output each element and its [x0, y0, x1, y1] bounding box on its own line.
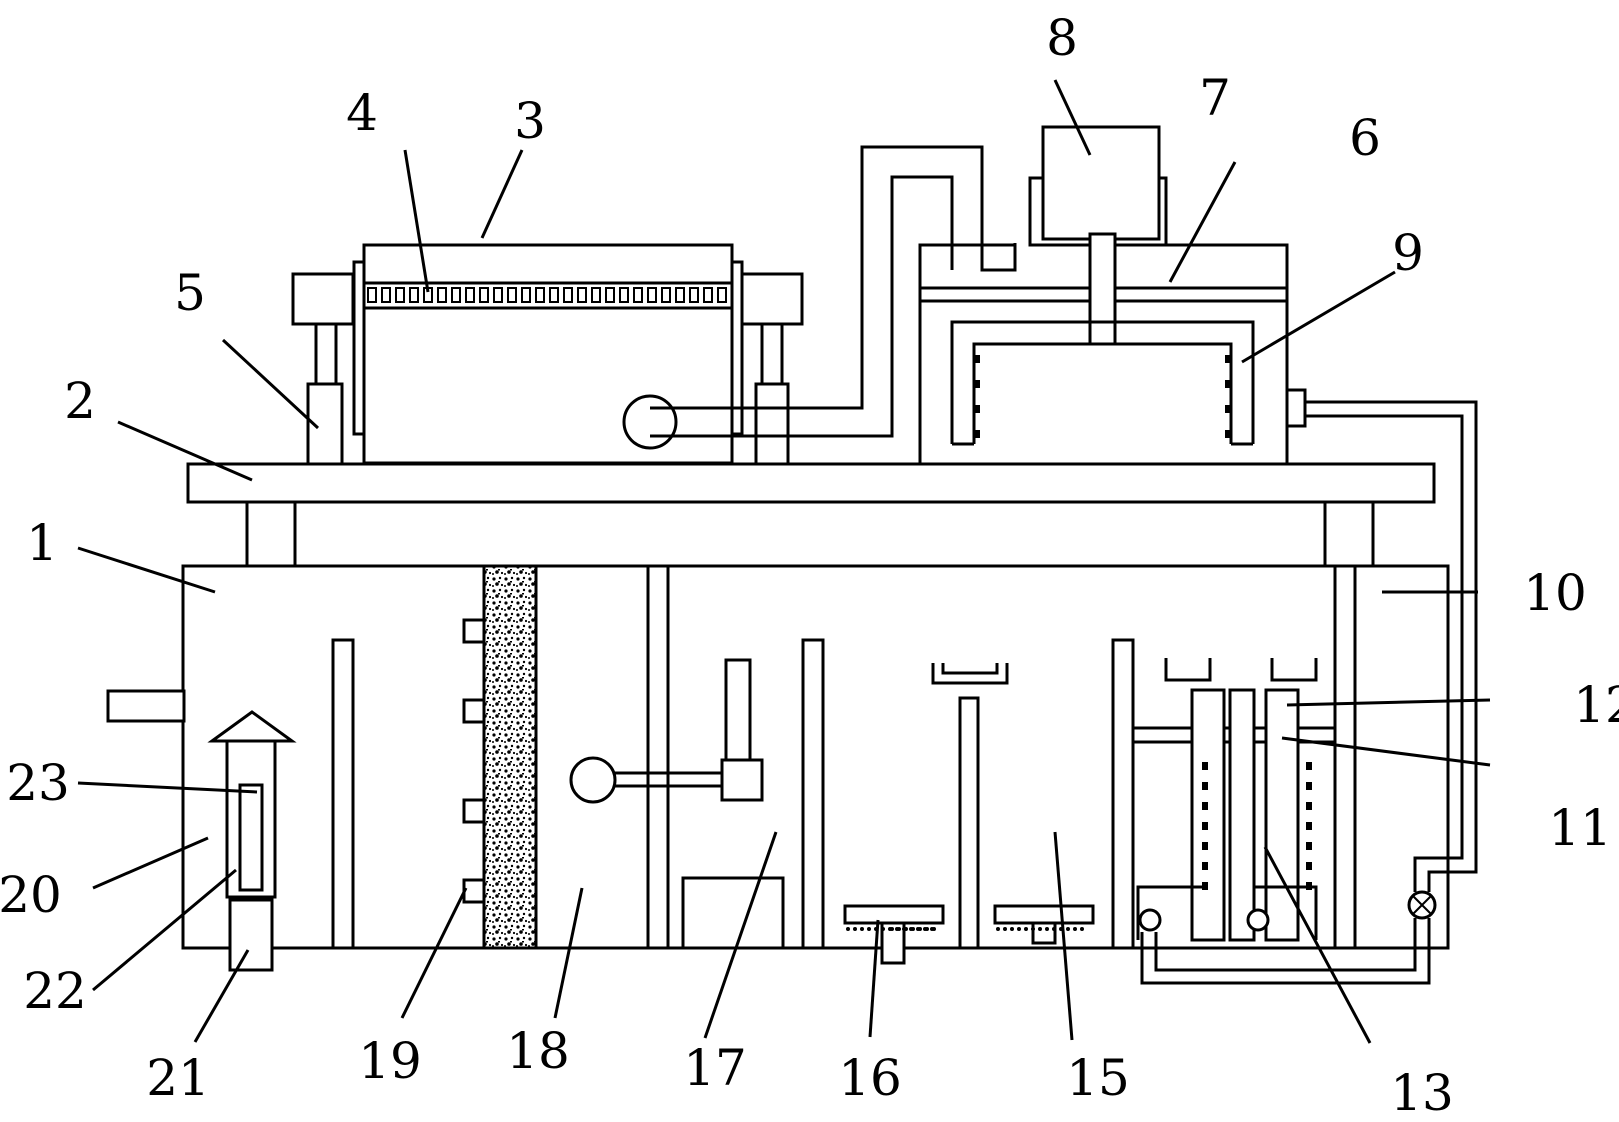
return-pipe — [1140, 388, 1478, 985]
part-label-10: 10 — [1523, 564, 1587, 622]
sedimentation-teeth — [1202, 762, 1312, 890]
vibration-side-plates — [352, 260, 744, 436]
level-gauge — [207, 710, 297, 972]
part-label-22: 22 — [23, 962, 87, 1020]
part-label-5: 5 — [174, 264, 206, 322]
part-labels: 12345678910111213151617181920212223 — [0, 9, 1619, 1122]
float-assembly — [569, 658, 785, 950]
pump-and-pipe — [622, 145, 1017, 450]
part-label-16: 16 — [838, 1049, 902, 1107]
part-label-21: 21 — [146, 1049, 210, 1107]
stirrer-teeth — [974, 355, 1231, 438]
leader-line — [193, 949, 250, 1043]
partitions — [331, 564, 1357, 950]
part-label-11: 11 — [1548, 799, 1612, 857]
t-bracket — [931, 663, 1009, 950]
motor — [1028, 125, 1168, 247]
leader-line — [77, 546, 216, 594]
part-label-9: 9 — [1392, 224, 1424, 282]
support-plate — [186, 462, 1436, 504]
part-label-3: 3 — [514, 92, 546, 150]
sedimentation-unit — [1133, 658, 1335, 942]
part-label-1: 1 — [26, 514, 58, 572]
leader-line — [117, 420, 253, 482]
part-label-8: 8 — [1046, 9, 1078, 67]
part-label-4: 4 — [346, 84, 378, 142]
leader-line — [1241, 270, 1396, 364]
part-label-20: 20 — [0, 866, 62, 924]
screen-box — [362, 243, 734, 465]
stirrer-frame — [950, 232, 1255, 446]
leader-line — [1053, 79, 1092, 156]
leader-lines — [77, 79, 1491, 1044]
leader-line — [1168, 161, 1237, 283]
leader-line — [92, 868, 237, 992]
part-label-23: 23 — [6, 754, 70, 812]
filter-studs — [462, 618, 486, 904]
part-label-19: 19 — [358, 1032, 422, 1090]
part-label-12: 12 — [1573, 676, 1619, 734]
sieve-mesh — [367, 287, 727, 303]
part-label-15: 15 — [1066, 1049, 1130, 1107]
part-label-2: 2 — [64, 372, 96, 430]
part-label-7: 7 — [1199, 69, 1231, 127]
leader-line — [403, 149, 430, 293]
right-spring-column — [740, 272, 804, 466]
left-spring-column — [291, 272, 355, 466]
leader-line — [1286, 698, 1491, 707]
leader-line — [703, 831, 778, 1039]
leader-line — [400, 887, 468, 1019]
leader-line — [1281, 736, 1491, 767]
plate-supports — [245, 498, 1375, 568]
leader-line — [92, 836, 209, 890]
part-label-17: 17 — [683, 1039, 747, 1097]
part-label-18: 18 — [506, 1022, 570, 1080]
leader-line — [77, 781, 258, 794]
part-label-6: 6 — [1349, 109, 1381, 167]
leader-line — [1053, 831, 1074, 1041]
filter-layer — [482, 564, 538, 950]
leader-line — [553, 887, 584, 1019]
leader-line — [1263, 846, 1372, 1044]
leader-line — [868, 919, 880, 1038]
aerator-left — [843, 904, 945, 965]
part-label-13: 13 — [1390, 1064, 1454, 1122]
leader-line — [480, 149, 524, 239]
leader-line — [221, 338, 320, 430]
